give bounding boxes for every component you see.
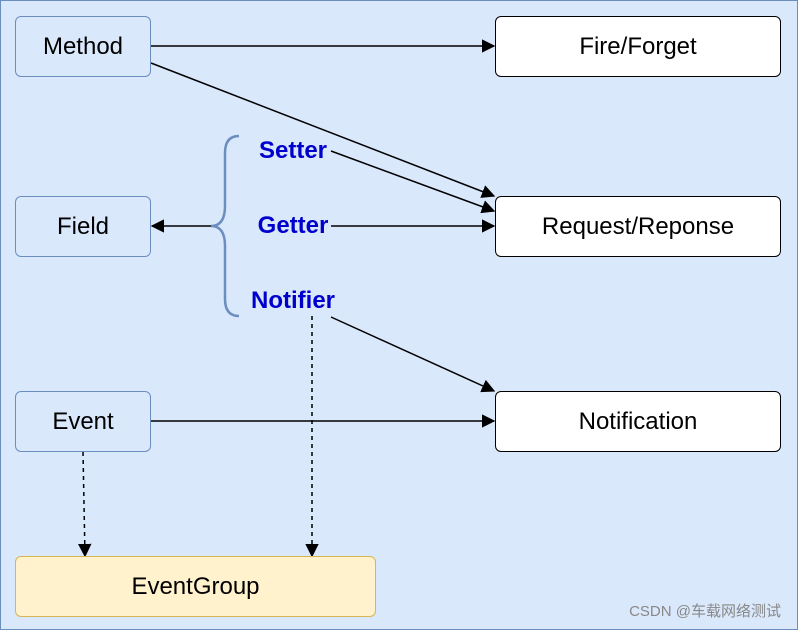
notifier-label: Notifier: [251, 287, 335, 314]
edge-method-request: [150, 62, 496, 198]
notification-node[interactable]: Notification: [495, 391, 781, 452]
fireforget-label: Fire/Forget: [579, 32, 697, 60]
field-node[interactable]: Field: [15, 196, 151, 257]
setter-label: Setter: [258, 137, 328, 164]
edge-event-eventgroup: [78, 451, 92, 558]
field-label: Field: [56, 212, 110, 240]
eventgroup-label: EventGroup: [131, 572, 260, 600]
edge-notifier-notification: [330, 316, 496, 393]
method-node[interactable]: Method: [15, 16, 151, 77]
event-node[interactable]: Event: [15, 391, 151, 452]
fireforget-node[interactable]: Fire/Forget: [495, 16, 781, 77]
getter-label: Getter: [257, 212, 329, 239]
method-label: Method: [42, 32, 124, 60]
request-response-node[interactable]: Request/Reponse: [495, 196, 781, 257]
curly-brace: [210, 134, 240, 318]
event-label: Event: [52, 407, 114, 435]
edge-setter-request: [330, 150, 496, 214]
eventgroup-node[interactable]: EventGroup: [15, 556, 376, 617]
notification-label: Notification: [578, 407, 698, 435]
watermark: CSDN @车载网络测试: [629, 603, 781, 620]
request-response-label: Request/Reponse: [541, 212, 735, 240]
